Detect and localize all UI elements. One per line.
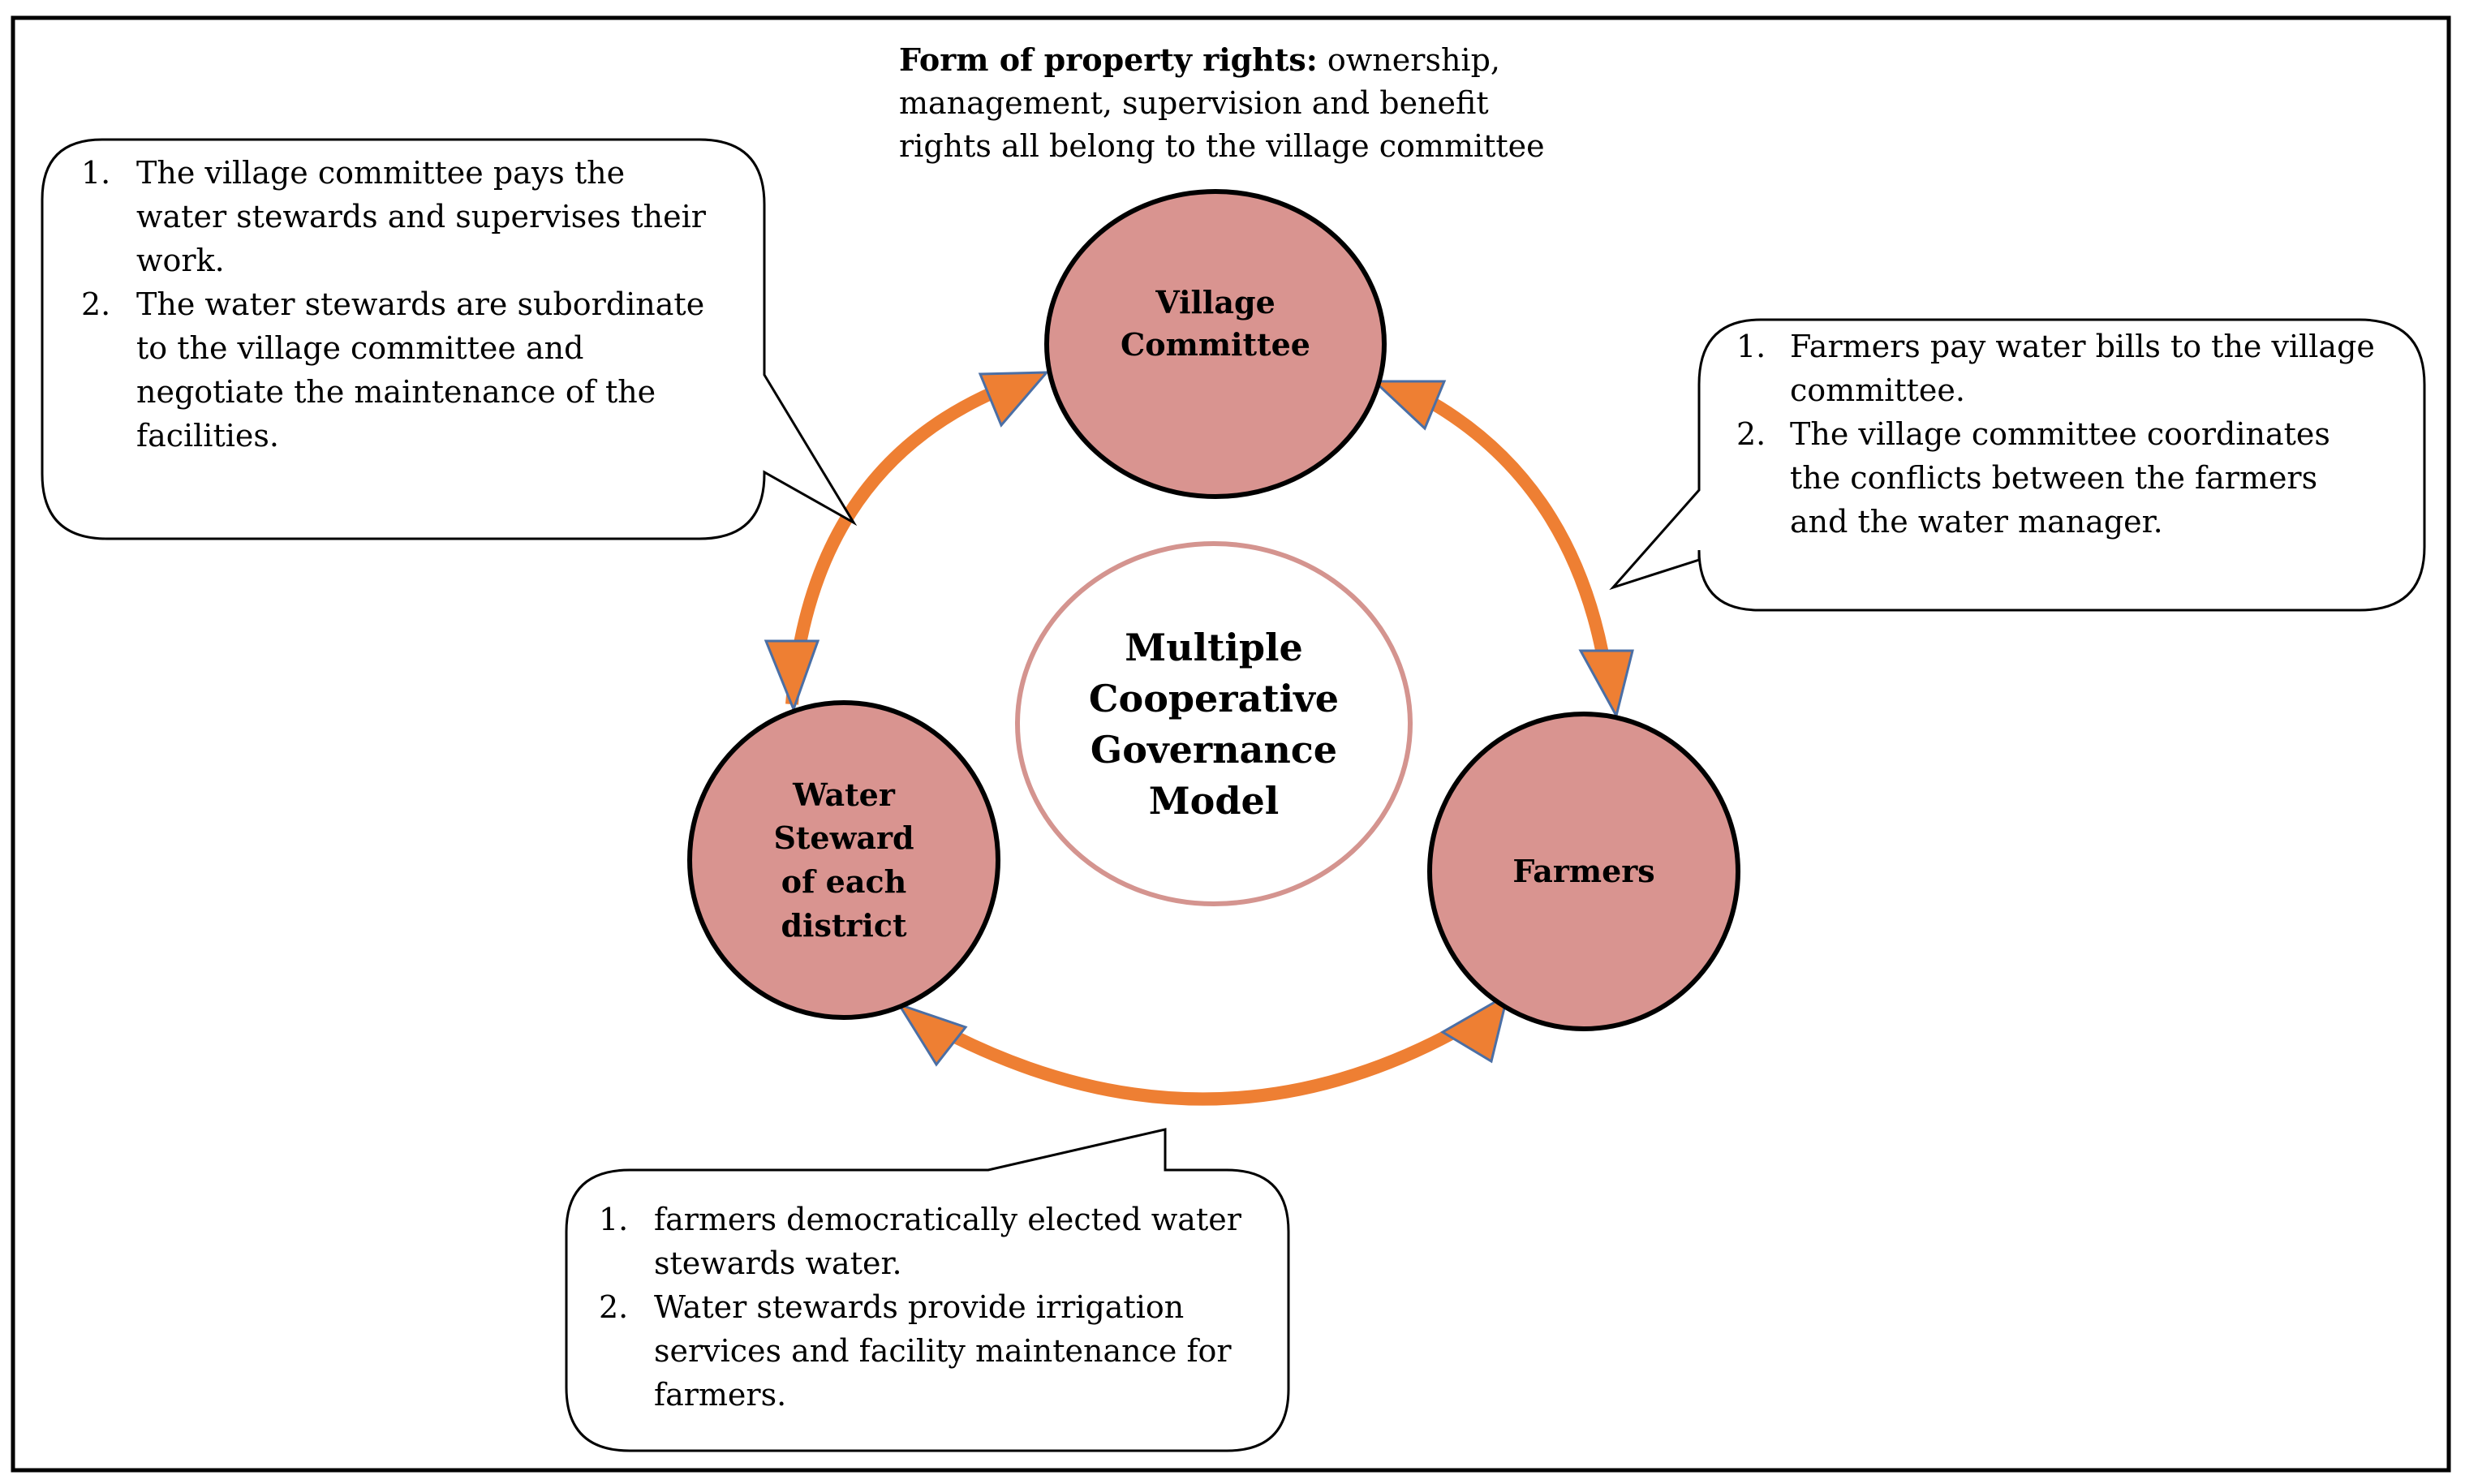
- callout-bottom-bubble: [565, 1128, 1290, 1452]
- center-label-line-1: Multiple: [1125, 626, 1302, 669]
- callout-right-line-4: the conflicts between the farmers: [1790, 460, 2317, 496]
- arrowhead-bottom-right: [1440, 991, 1510, 1064]
- arc-village-farmers: [1397, 380, 1615, 690]
- callout-right-line-2: committee.: [1790, 372, 1965, 408]
- property-rights-line-3: rights all belong to the village committ…: [899, 128, 1545, 164]
- callout-right-line-1: Farmers pay water bills to the village: [1790, 329, 2375, 364]
- callout-bottom-line-3: Water stewards provide irrigation: [654, 1289, 1184, 1325]
- center-circle: [1015, 541, 1413, 906]
- callout-bottom-line-4: services and facility maintenance for: [654, 1333, 1232, 1369]
- village-committee-circle: [1044, 189, 1387, 499]
- callout-bottom-line-2: stewards water.: [654, 1245, 902, 1281]
- cycle-arcs: [785, 373, 1615, 1106]
- callout-bottom-number-1: 1.: [599, 1202, 628, 1237]
- callout-top-left-line-7: facilities.: [136, 418, 279, 454]
- callout-right-bubble: [1609, 318, 2426, 612]
- arc-farmers-steward: [915, 1007, 1492, 1106]
- village-committee-label-line-1: Village: [1155, 284, 1276, 320]
- village-committee-label-line-2: Committee: [1121, 326, 1310, 363]
- callout-top-left-line-5: to the village committee and: [136, 330, 583, 366]
- callout-top-left-line-2: water stewards and supervises their: [136, 199, 707, 234]
- callout-bottom-line-1: farmers democratically elected water: [654, 1202, 1242, 1237]
- callout-top-left-line-1: The village committee pays the: [136, 155, 625, 191]
- callout-top-left-line-3: work.: [136, 243, 225, 278]
- callout-right-number-2: 2.: [1736, 416, 1766, 452]
- callout-top-left-number-1: 1.: [81, 155, 110, 191]
- callout-top-left-number-2: 2.: [81, 286, 110, 322]
- callout-top-left-line-6: negotiate the maintenance of the: [136, 374, 656, 410]
- callout-bottom-number-2: 2.: [599, 1289, 628, 1325]
- callout-right: 1. Farmers pay water bills to the villag…: [1609, 318, 2426, 612]
- property-rights-lead: Form of property rights:: [899, 41, 1318, 78]
- node-farmers: Farmers: [1427, 712, 1740, 1031]
- callout-top-left-bubble: [41, 138, 858, 540]
- callout-right-line-5: and the water manager.: [1790, 504, 2163, 540]
- property-rights-note: Form of property rights: ownership, mana…: [899, 41, 1545, 164]
- callout-bottom-line-5: farmers.: [654, 1377, 786, 1413]
- farmers-circle: [1427, 712, 1740, 1031]
- center-model: Multiple Cooperative Governance Model: [1015, 541, 1413, 906]
- water-steward-label-line-3: of each: [781, 863, 907, 900]
- water-steward-circle: [687, 700, 1000, 1020]
- center-label-line-4: Model: [1149, 779, 1280, 823]
- arrowheads: [764, 371, 1634, 1067]
- callout-top-left: 1. The village committee pays the water …: [41, 138, 858, 540]
- arc-steward-village: [785, 373, 1028, 705]
- arrowhead-bottom-left: [896, 1002, 968, 1067]
- node-village-committee: Village Committee: [1044, 189, 1387, 499]
- arrowhead-right-top: [1371, 380, 1447, 431]
- callout-right-number-1: 1.: [1736, 329, 1766, 364]
- arrowhead-right-bottom: [1578, 649, 1634, 720]
- callout-right-line-3: The village committee coordinates: [1790, 416, 2330, 452]
- arrowhead-left-top: [978, 371, 1050, 428]
- callout-bottom: 1. farmers democratically elected water …: [565, 1128, 1290, 1452]
- water-steward-label-line-1: Water: [792, 776, 896, 813]
- farmers-label: Farmers: [1512, 853, 1654, 889]
- property-rights-line-1-rest: ownership,: [1318, 42, 1500, 78]
- water-steward-label-line-4: district: [781, 907, 907, 944]
- property-rights-line-1: Form of property rights: ownership,: [899, 41, 1500, 78]
- water-steward-label-line-2: Steward: [773, 819, 914, 856]
- arrowhead-left-bottom: [764, 639, 820, 713]
- center-label-line-2: Cooperative: [1089, 677, 1339, 720]
- callout-top-left-line-4: The water stewards are subordinate: [136, 286, 704, 322]
- property-rights-line-2: management, supervision and benefit: [899, 85, 1489, 121]
- node-water-steward: Water Steward of each district: [687, 700, 1000, 1020]
- center-label-line-3: Governance: [1091, 728, 1337, 772]
